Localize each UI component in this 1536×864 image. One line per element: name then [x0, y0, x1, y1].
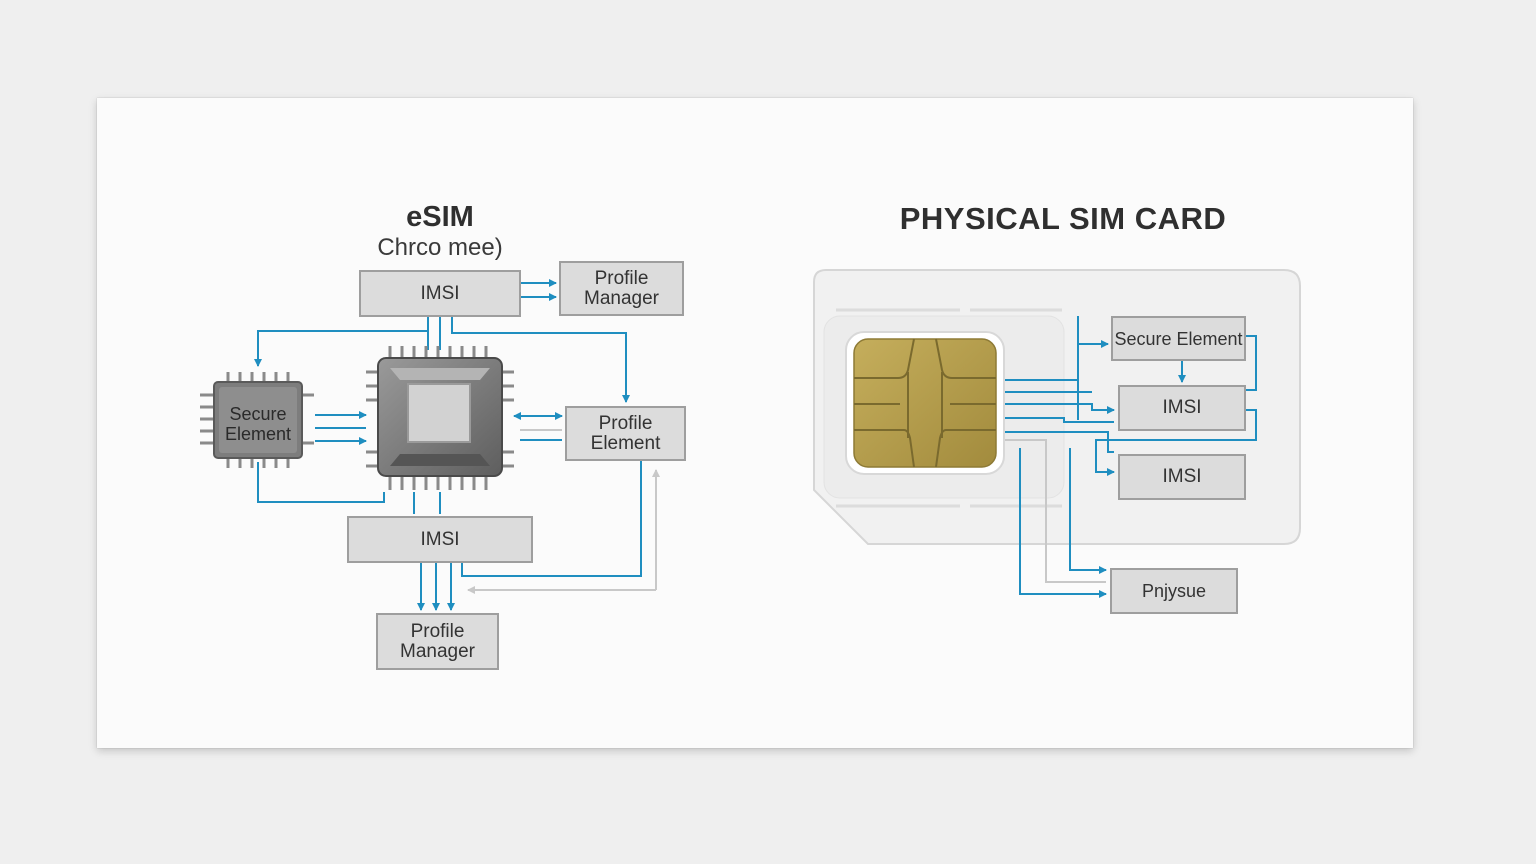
esim-imsi-top-label: IMSI [420, 282, 460, 304]
sim-imsi-2-box: IMSI [1118, 454, 1246, 500]
esim-imsi-bottom-label: IMSI [420, 528, 460, 550]
esim-title: eSIM [406, 201, 474, 233]
esim-secure-element-label: Secure Element [224, 404, 292, 444]
sim-output-label: Pnjysue [1141, 581, 1207, 601]
esim-connectors-light [467, 429, 660, 594]
sim-gold-chip [845, 331, 1005, 475]
physical-sim-title: PHYSICAL SIM CARD [899, 201, 1227, 236]
esim-profile-element-box: Profile Element [565, 406, 686, 461]
sim-secure-element-label: Secure Element [1114, 328, 1243, 349]
sim-secure-element-box: Secure Element [1111, 316, 1246, 361]
sim-connectors [1002, 316, 1257, 598]
esim-secure-element-chip [200, 372, 314, 468]
esim-profile-manager-top-label: Profile Manager [584, 267, 659, 309]
esim-imsi-bottom-box: IMSI [347, 516, 533, 563]
esim-subtitle: Chrco mee) [377, 234, 503, 261]
esim-profile-element-label: Profile Element [590, 412, 661, 454]
sim-imsi-1-box: IMSI [1118, 385, 1246, 431]
sim-connectors-light [1002, 439, 1106, 583]
esim-connectors [254, 279, 642, 611]
esim-profile-manager-bottom-label: Profile Manager [400, 620, 475, 662]
esim-profile-manager-bottom-box: Profile Manager [376, 613, 499, 670]
esim-imsi-top-box: IMSI [359, 270, 521, 317]
sim-imsi-1-label: IMSI [1162, 397, 1202, 418]
sim-imsi-2-label: IMSI [1162, 466, 1202, 487]
esim-profile-manager-top-box: Profile Manager [559, 261, 684, 316]
sim-output-box: Pnjysue [1110, 568, 1238, 614]
esim-processor-chip [366, 346, 514, 490]
